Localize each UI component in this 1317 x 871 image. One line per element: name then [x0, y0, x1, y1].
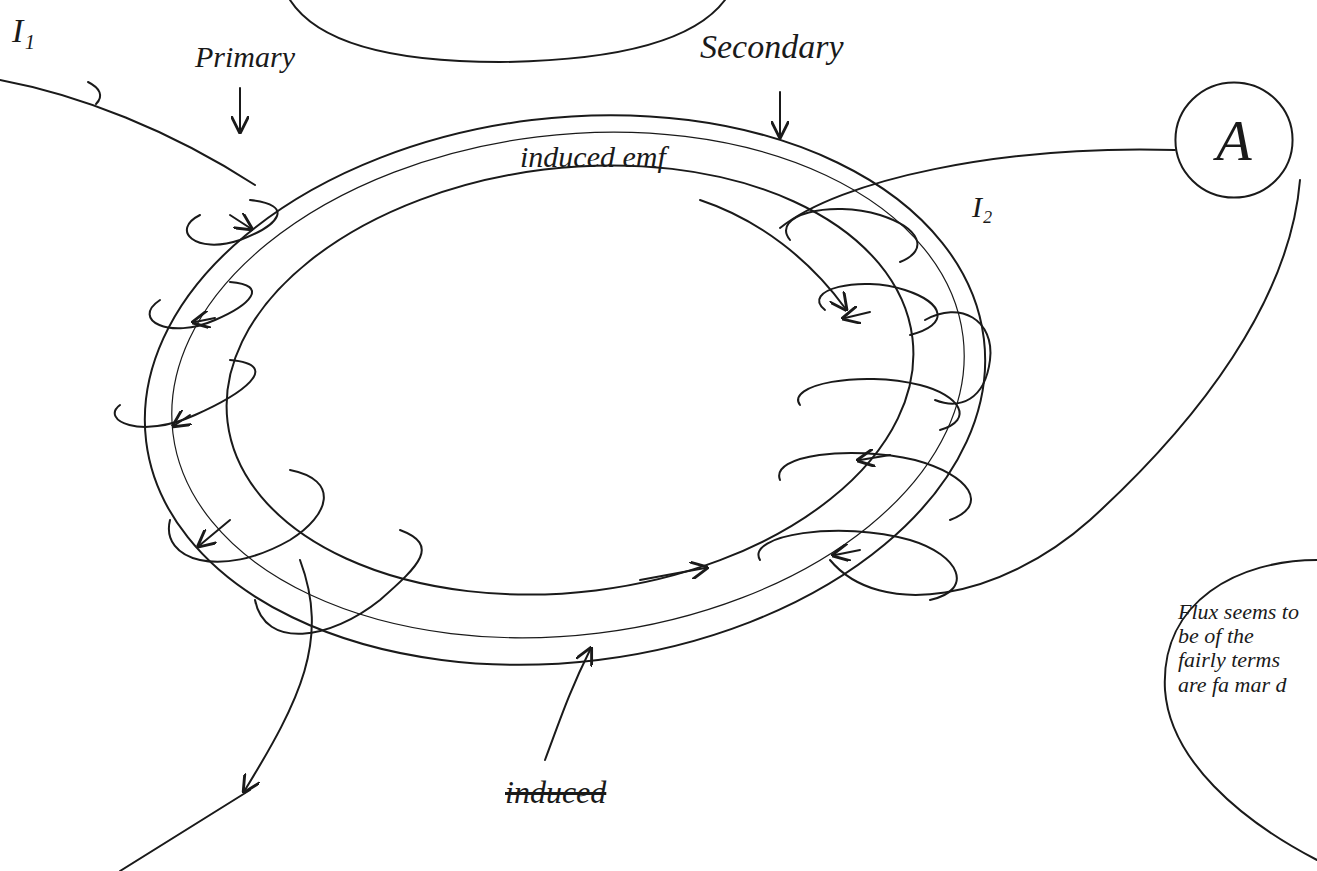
meter-letter: A [1173, 80, 1295, 200]
handwritten-label: Primary [195, 40, 295, 73]
handwritten-label: I₂ [972, 190, 992, 223]
handwritten-label: induced [505, 775, 606, 810]
ammeter-circle: A [1173, 80, 1295, 200]
handwritten-note: Flux seems to be of the fairly terms are… [1178, 600, 1306, 697]
handwritten-label: Secondary [700, 28, 844, 65]
handwritten-label: induced emf [520, 140, 710, 173]
handwritten-label: I₁ [12, 12, 35, 49]
